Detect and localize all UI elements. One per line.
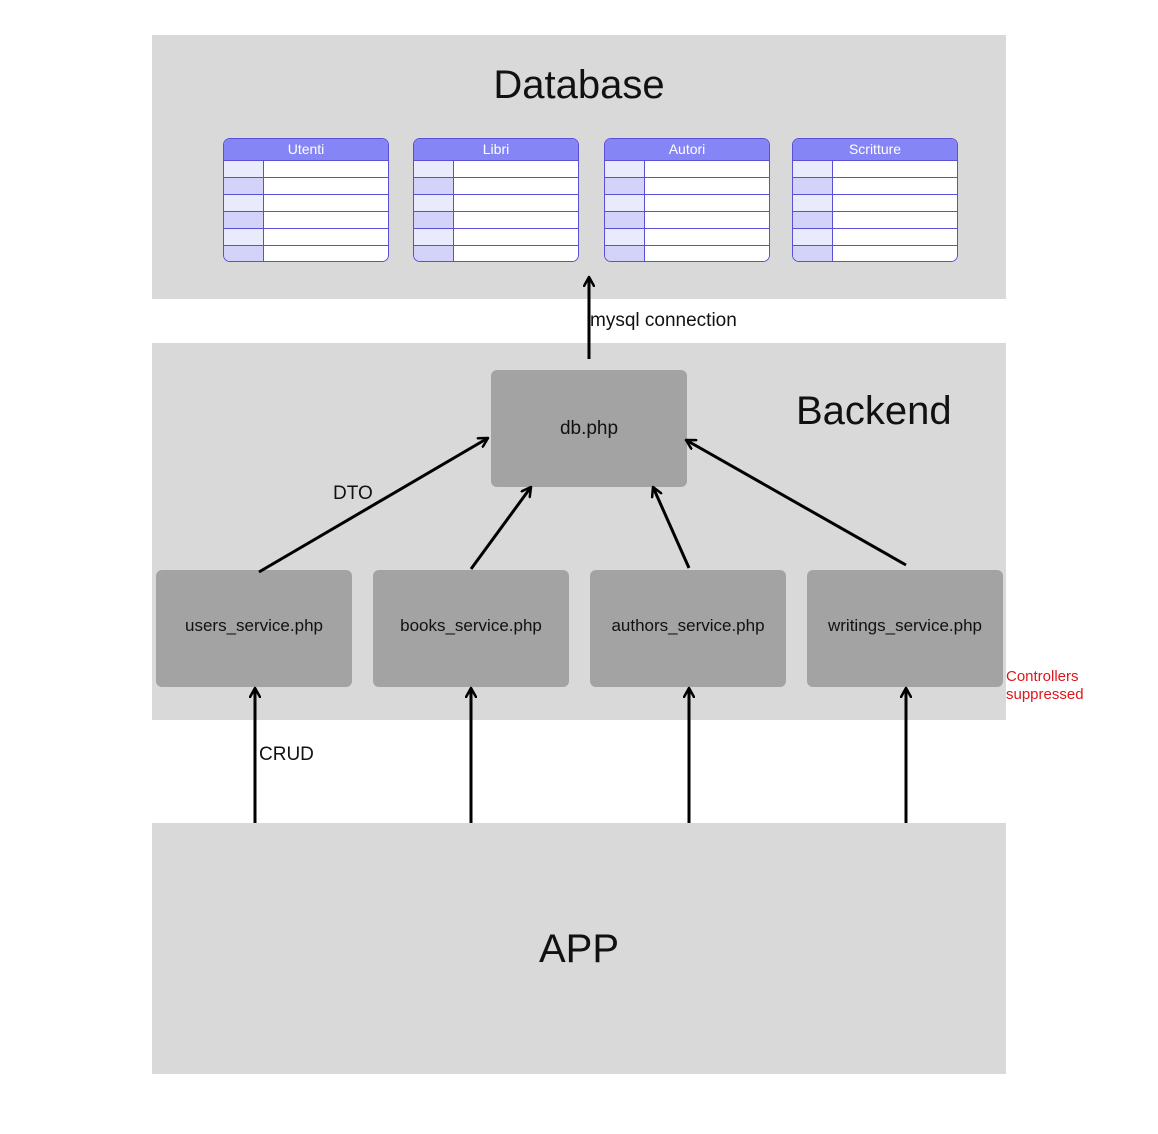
- table-key-cell: [224, 178, 264, 194]
- table-key-cell: [224, 229, 264, 245]
- table-key-cell: [224, 212, 264, 228]
- table-header: Libri: [414, 139, 578, 161]
- writings-service-node: writings_service.php: [807, 570, 1003, 687]
- table-row: [224, 212, 388, 229]
- table-row: [414, 195, 578, 212]
- mysql-connection-label: mysql connection: [590, 310, 737, 331]
- app-panel: APP: [152, 823, 1006, 1074]
- table-row: [605, 161, 769, 178]
- table-row: [793, 246, 957, 261]
- table-key-cell: [605, 212, 645, 228]
- table-row: [224, 161, 388, 178]
- table-value-cell: [264, 246, 388, 261]
- table-key-cell: [605, 195, 645, 211]
- table-value-cell: [833, 161, 957, 177]
- table-row: [605, 178, 769, 195]
- table-row: [414, 246, 578, 261]
- table-key-cell: [414, 195, 454, 211]
- table-row: [793, 161, 957, 178]
- table-value-cell: [645, 246, 769, 261]
- table-row: [605, 229, 769, 246]
- table-key-cell: [224, 195, 264, 211]
- table-utenti: Utenti: [223, 138, 389, 262]
- table-value-cell: [833, 212, 957, 228]
- controllers-note: Controllers suppressed: [1006, 668, 1084, 703]
- table-value-cell: [833, 195, 957, 211]
- table-row: [793, 229, 957, 246]
- table-row: [605, 195, 769, 212]
- table-value-cell: [454, 195, 578, 211]
- table-key-cell: [605, 178, 645, 194]
- table-row: [605, 246, 769, 261]
- table-value-cell: [264, 195, 388, 211]
- table-row: [224, 178, 388, 195]
- table-value-cell: [645, 161, 769, 177]
- table-row: [793, 178, 957, 195]
- table-key-cell: [793, 195, 833, 211]
- table-value-cell: [454, 246, 578, 261]
- db-php-node: db.php: [491, 370, 687, 487]
- backend-title: Backend: [796, 389, 952, 433]
- table-row: [224, 195, 388, 212]
- table-key-cell: [793, 161, 833, 177]
- books-service-node: books_service.php: [373, 570, 569, 687]
- table-header: Scritture: [793, 139, 957, 161]
- table-autori: Autori: [604, 138, 770, 262]
- table-row: [414, 178, 578, 195]
- table-value-cell: [454, 229, 578, 245]
- table-key-cell: [605, 246, 645, 261]
- table-key-cell: [224, 246, 264, 261]
- table-key-cell: [414, 246, 454, 261]
- table-value-cell: [264, 212, 388, 228]
- table-value-cell: [264, 229, 388, 245]
- users-service-node: users_service.php: [156, 570, 352, 687]
- table-key-cell: [605, 161, 645, 177]
- app-title: APP: [538, 927, 620, 971]
- table-row: [793, 195, 957, 212]
- table-row: [224, 229, 388, 246]
- table-header: Utenti: [224, 139, 388, 161]
- table-value-cell: [645, 229, 769, 245]
- table-value-cell: [833, 246, 957, 261]
- database-title: Database: [493, 63, 665, 107]
- table-value-cell: [454, 178, 578, 194]
- table-scritture: Scritture: [792, 138, 958, 262]
- table-value-cell: [833, 229, 957, 245]
- table-value-cell: [454, 212, 578, 228]
- table-key-cell: [793, 229, 833, 245]
- table-header: Autori: [605, 139, 769, 161]
- table-value-cell: [645, 212, 769, 228]
- authors-service-node: authors_service.php: [590, 570, 786, 687]
- table-row: [224, 246, 388, 261]
- table-value-cell: [264, 178, 388, 194]
- table-key-cell: [793, 246, 833, 261]
- table-key-cell: [414, 212, 454, 228]
- table-key-cell: [414, 161, 454, 177]
- table-key-cell: [793, 212, 833, 228]
- dto-label: DTO: [333, 483, 373, 504]
- table-row: [414, 161, 578, 178]
- table-row: [605, 212, 769, 229]
- table-value-cell: [645, 178, 769, 194]
- table-value-cell: [833, 178, 957, 194]
- table-key-cell: [414, 178, 454, 194]
- table-value-cell: [264, 161, 388, 177]
- crud-label: CRUD: [259, 744, 314, 765]
- table-row: [793, 212, 957, 229]
- table-value-cell: [645, 195, 769, 211]
- table-row: [414, 229, 578, 246]
- table-key-cell: [605, 229, 645, 245]
- table-key-cell: [414, 229, 454, 245]
- table-key-cell: [793, 178, 833, 194]
- table-libri: Libri: [413, 138, 579, 262]
- table-key-cell: [224, 161, 264, 177]
- table-row: [414, 212, 578, 229]
- table-value-cell: [454, 161, 578, 177]
